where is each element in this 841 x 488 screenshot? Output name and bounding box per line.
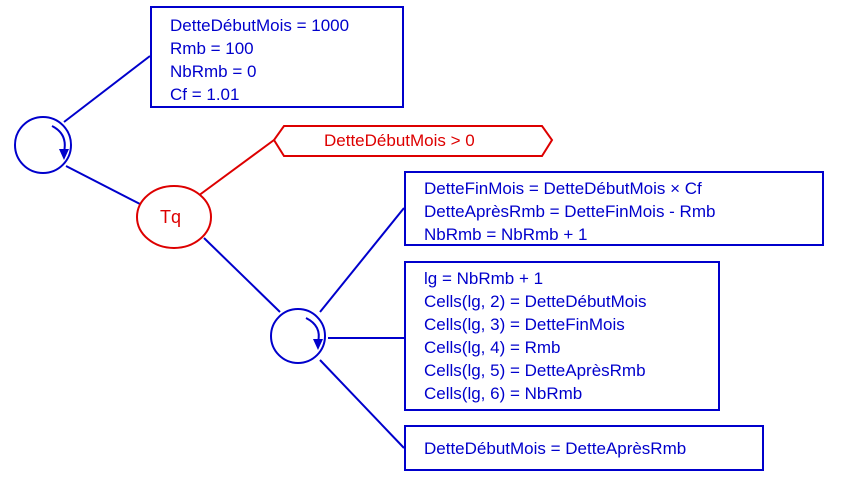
- connector-root-init: [63, 55, 151, 123]
- init-line: NbRmb = 0: [170, 62, 257, 81]
- connector-body-calc: [319, 207, 405, 313]
- while-loop-node: [136, 185, 212, 249]
- calc-line: DetteAprèsRmb = DetteFinMois - Rmb: [424, 202, 716, 221]
- calc-line: DetteFinMois = DetteDébutMois × Cf: [424, 179, 702, 198]
- while-loop-label: Tq: [160, 207, 182, 227]
- connector-root-loop: [65, 165, 141, 205]
- connector-loop-condition: [197, 139, 275, 197]
- init-line: Cf = 1.01: [170, 85, 240, 104]
- init-block: DetteDébutMois = 1000 Rmb = 100 NbRmb = …: [150, 6, 404, 108]
- body-sequence-node: [270, 308, 326, 364]
- calc-line: NbRmb = NbRmb + 1: [424, 225, 588, 244]
- init-line: DetteDébutMois = 1000: [170, 16, 350, 35]
- write-line: lg = NbRmb + 1: [424, 269, 544, 288]
- root-sequence-node: [14, 116, 72, 174]
- init-line: Rmb = 100: [170, 39, 254, 58]
- write-block: lg = NbRmb + 1 Cells(lg, 2) = DetteDébut…: [404, 261, 720, 411]
- connector-body-update: [319, 359, 405, 449]
- update-line: DetteDébutMois = DetteAprèsRmb: [424, 439, 687, 458]
- sequence-arrow-icon: [51, 125, 69, 160]
- write-line: Cells(lg, 4) = Rmb: [424, 338, 561, 357]
- write-line: Cells(lg, 5) = DetteAprèsRmb: [424, 361, 646, 380]
- calc-block: DetteFinMois = DetteDébutMois × Cf Dette…: [404, 171, 824, 246]
- condition-hexagon: [272, 125, 554, 157]
- write-line: Cells(lg, 6) = NbRmb: [424, 384, 583, 403]
- sequence-arrow-icon: [305, 317, 323, 350]
- write-line: Cells(lg, 2) = DetteDébutMois: [424, 292, 647, 311]
- write-line: Cells(lg, 3) = DetteFinMois: [424, 315, 625, 334]
- loop-condition-text: DetteDébutMois > 0: [324, 131, 475, 150]
- connector-loop-body: [203, 237, 281, 313]
- update-block: DetteDébutMois = DetteAprèsRmb: [404, 425, 764, 471]
